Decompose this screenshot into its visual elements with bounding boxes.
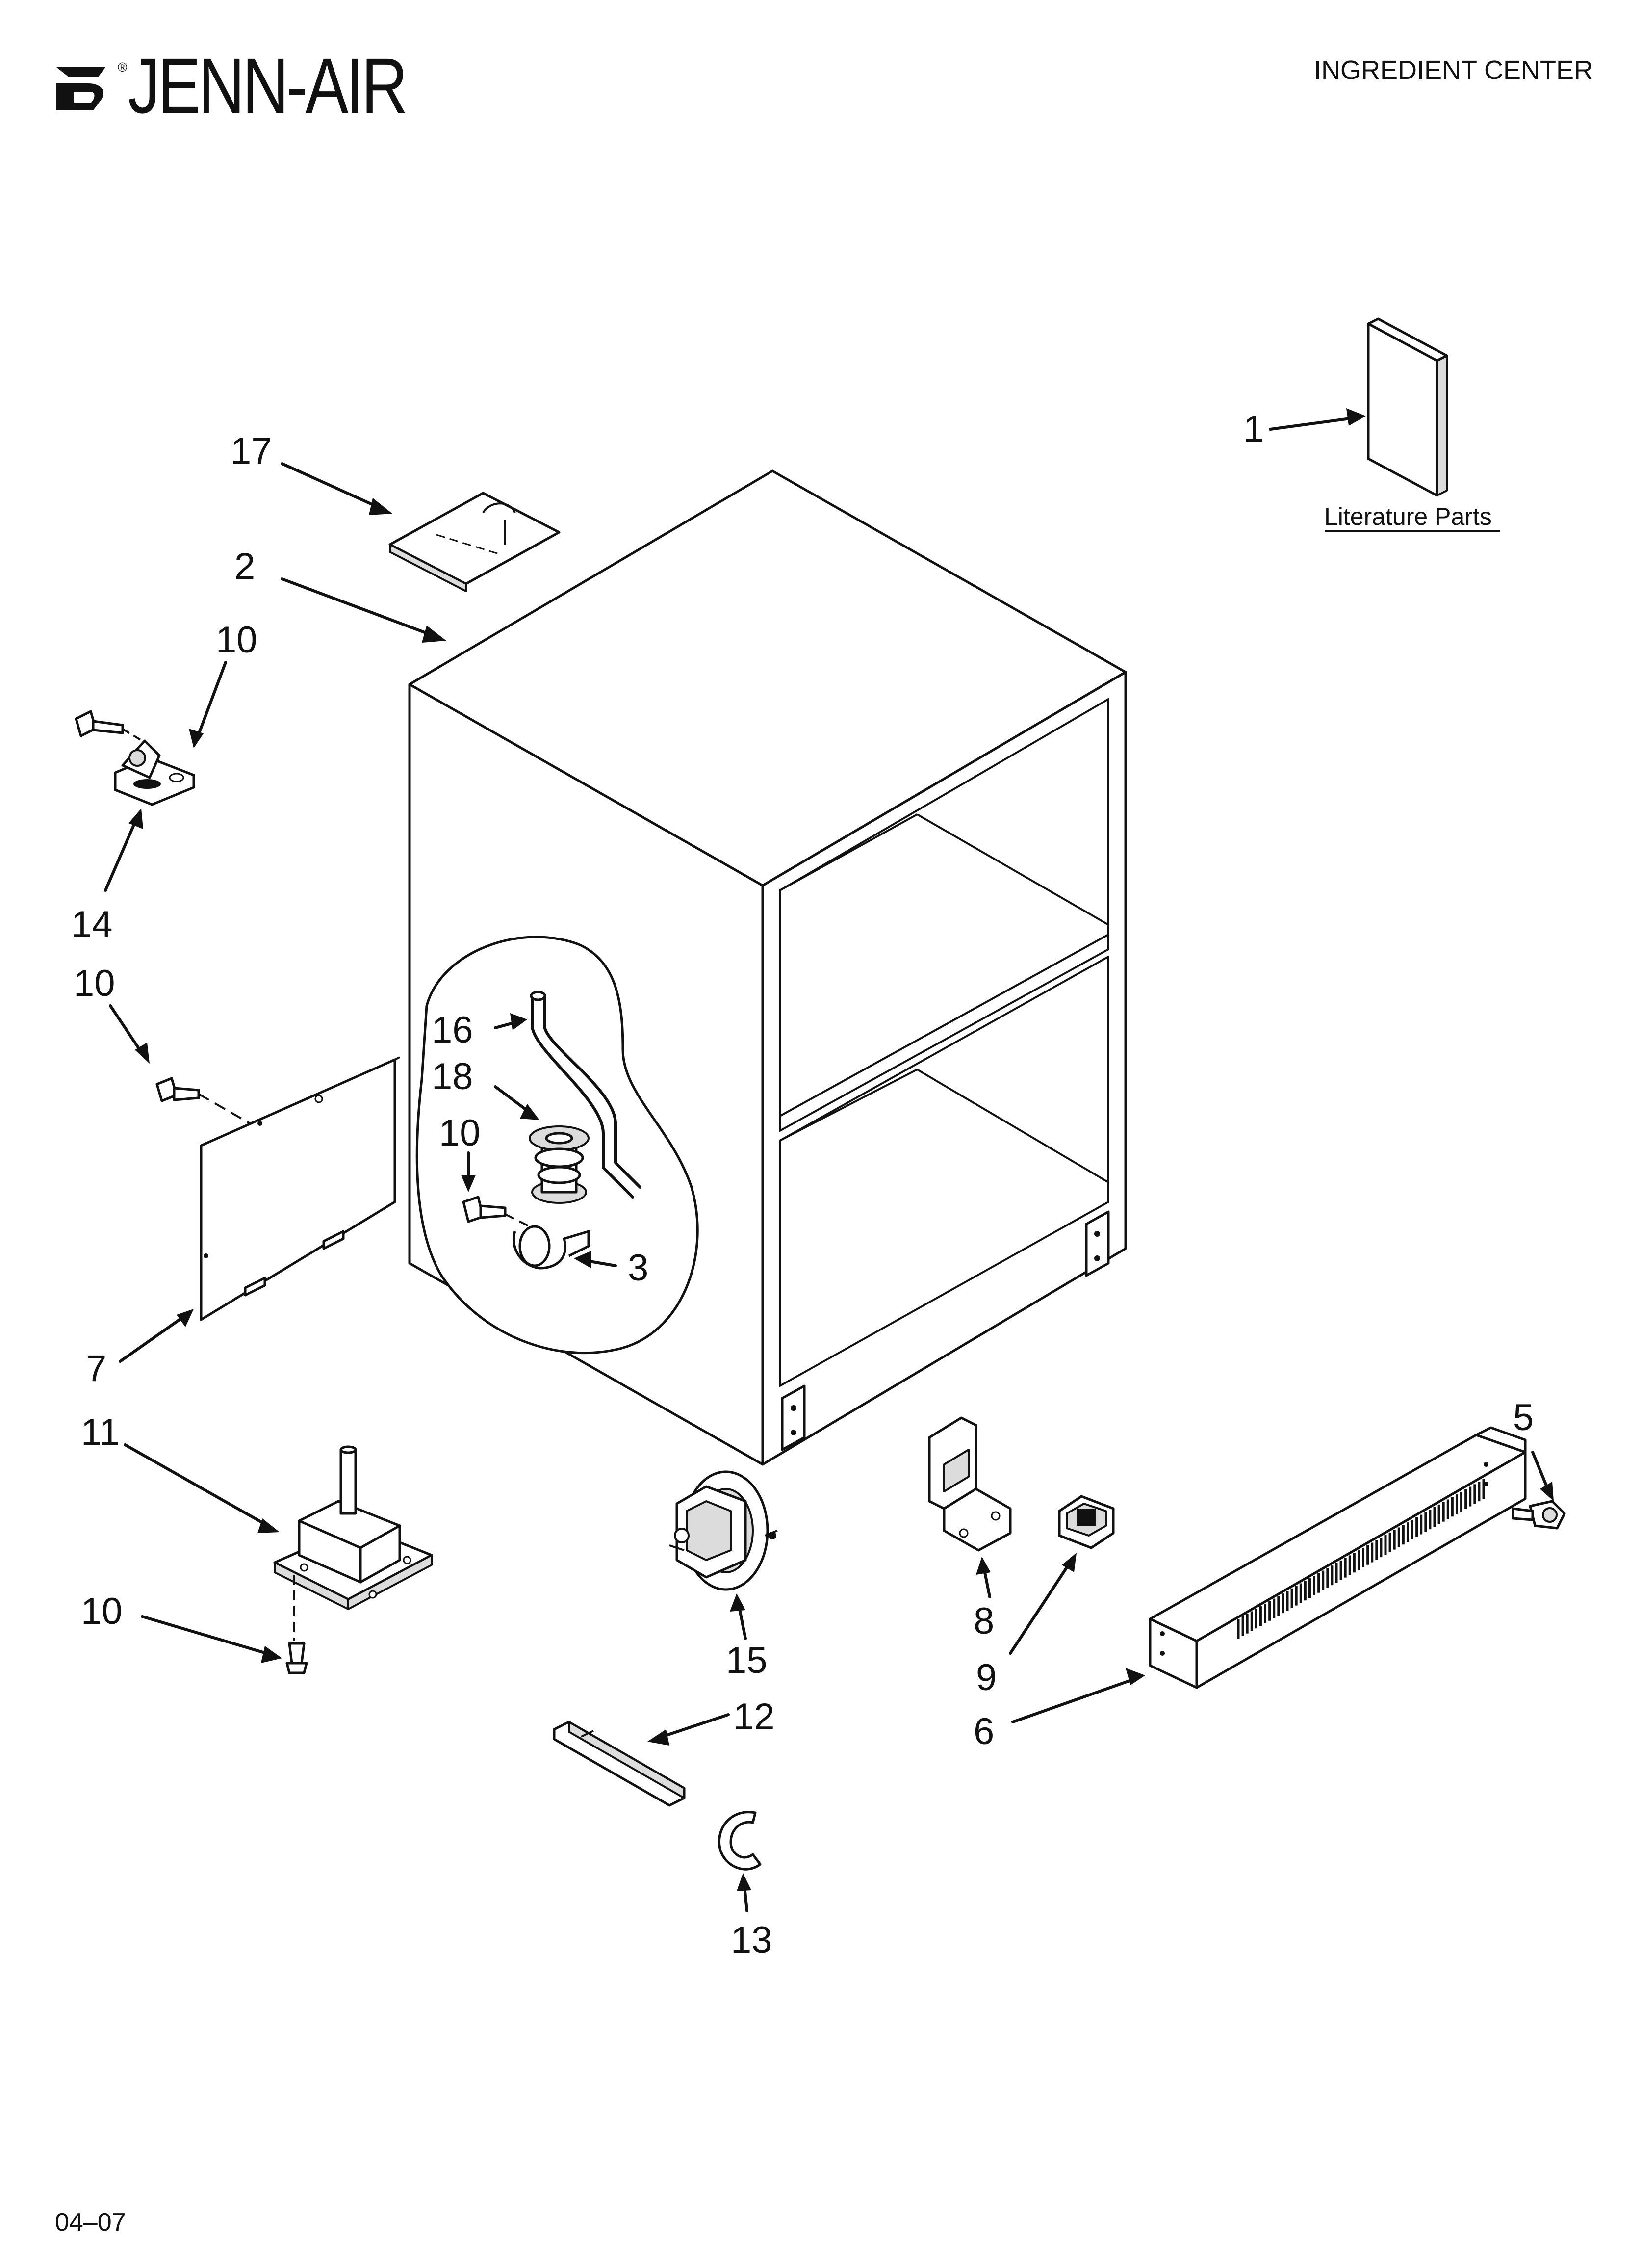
screw-detail [462,1196,507,1223]
leader-line-14 [104,815,139,892]
leader-arrow-13 [737,1873,751,1891]
leader-arrow-16 [510,1013,527,1030]
jenn-air-swoosh-icon [56,67,105,110]
leader-arrow-5 [1540,1482,1554,1501]
leader-line-6 [1011,1676,1139,1723]
drain-tube [531,994,634,1199]
leader-line-7 [119,1313,188,1363]
callout-15: 15 [726,1640,768,1681]
tube-clamp [512,1225,590,1270]
callout-17: 17 [231,430,272,472]
callout-12: 12 [733,1696,775,1738]
callout-10a: 10 [216,619,257,661]
callout-13: 13 [731,1919,772,1961]
leader-line-2 [281,577,440,639]
leader-arrow-6 [1126,1668,1145,1685]
callout-10d: 10 [81,1590,123,1632]
grille-screw [1512,1500,1566,1530]
leader-line-10a [195,661,227,742]
leader-arrow-10c [461,1175,476,1192]
leader-arrow-15 [730,1593,745,1612]
leader-arrow-8 [976,1557,991,1575]
jenn-air-logo: ® JENN-AIR [54,47,466,125]
motor-mount [273,1445,433,1610]
leader-line-17 [281,462,386,512]
bracket-screw [75,710,124,737]
date-code: 04–07 [55,2208,126,2237]
toe-grille [1149,1426,1527,1689]
callout-1: 1 [1243,408,1264,450]
e-clip [718,1811,762,1871]
panel-screw [155,1077,200,1102]
leader-arrow-7 [177,1309,194,1327]
callout-5: 5 [1513,1397,1534,1438]
document-title: INGREDIENT CENTER [1313,55,1593,85]
leader-arrow-18 [520,1104,539,1120]
leader-arrow-17 [369,498,392,515]
mounting-bracket [928,1416,1012,1552]
brand-registered-mark: ® [118,59,128,75]
roller-assembly [669,1470,778,1591]
leader-arrow-9 [1062,1553,1077,1572]
callout-3: 3 [628,1247,648,1289]
hex-shaft [553,1721,686,1807]
callout-6: 6 [974,1711,994,1752]
leader-arrow-12 [647,1729,669,1746]
back-access-panel [200,1058,396,1321]
leader-arrow-10d [261,1646,282,1663]
leader-line-10d [141,1615,276,1657]
leader-line-11 [124,1443,274,1530]
grille-slots [1237,1479,1485,1639]
callout-7: 7 [86,1348,106,1389]
callout-10b: 10 [74,963,115,1004]
leader-arrow-10a [189,729,204,748]
label-plate [388,492,561,592]
callout-9: 9 [976,1657,997,1698]
drain-grommet [529,1125,590,1204]
callout-18: 18 [432,1056,473,1097]
hinge-bracket [114,739,195,806]
leader-line-1 [1269,416,1362,431]
mount-screw [285,1642,308,1674]
callout-8: 8 [974,1600,994,1642]
brand-name: JENN-AIR [128,42,408,130]
callout-14: 14 [71,904,113,945]
callout-16: 16 [432,1009,473,1051]
rocker-switch [1058,1495,1115,1549]
literature-parts-label: Literature Parts [1324,503,1492,530]
literature-booklet [1367,317,1448,497]
leader-arrow-3 [574,1251,591,1268]
leader-arrow-14 [128,808,143,829]
leader-arrow-2 [422,626,446,643]
callout-11: 11 [81,1411,120,1453]
leader-arrow-10b [135,1043,150,1064]
callout-2: 2 [234,546,255,587]
callout-10c: 10 [439,1112,481,1154]
leader-arrow-1 [1346,408,1366,426]
leader-arrow-11 [257,1518,280,1533]
leader-line-9 [1009,1559,1073,1655]
